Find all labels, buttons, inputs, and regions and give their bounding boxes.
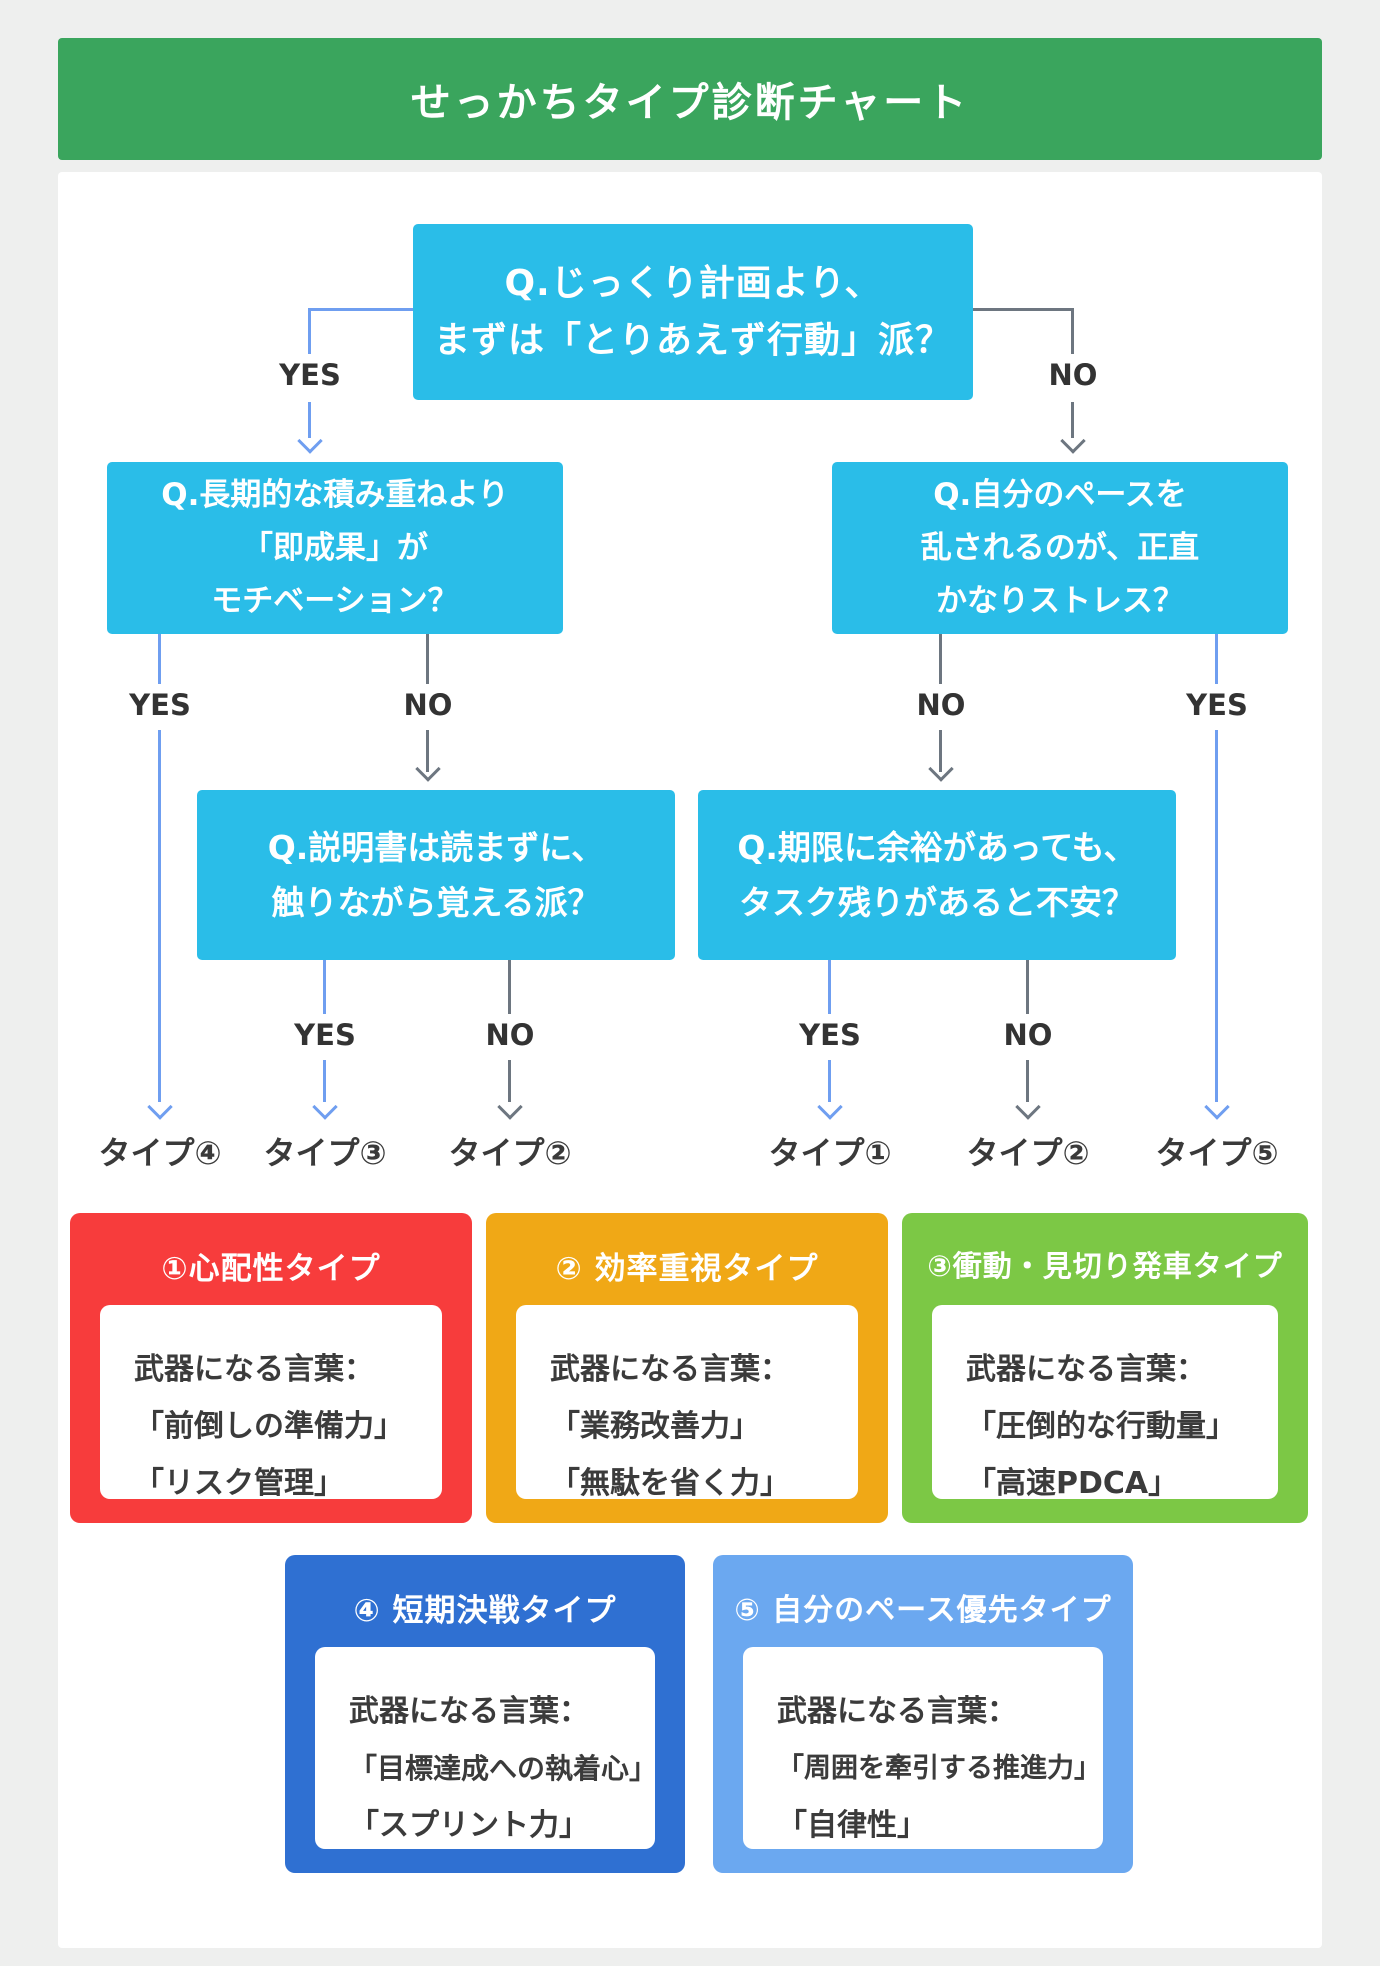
card-body: 武器になる言葉： 「業務改善力」 「無駄を省く力」 xyxy=(516,1305,858,1501)
question-line: Q.じっくり計画より、 xyxy=(504,263,882,304)
connector-yes-line xyxy=(828,1060,831,1102)
connector-yes-line xyxy=(308,308,311,354)
question-line: まずは「とりあえず行動」派？ xyxy=(433,320,952,361)
card-title: ④ 短期決戦タイプ xyxy=(353,1593,617,1629)
no-label: NO xyxy=(1048,358,1098,392)
yes-label: YES xyxy=(799,1018,861,1052)
card-text-line: 「周囲を牽引する推進力」 xyxy=(777,1753,1101,1784)
question-line: モチベーション？ xyxy=(211,582,459,619)
card-text-line: 「リスク管理」 xyxy=(134,1466,344,1501)
yes-label: YES xyxy=(1186,688,1248,722)
question-line: Q.自分のペースを xyxy=(933,476,1187,513)
no-label: NO xyxy=(403,688,453,722)
card-text-line: 「業務改善力」 xyxy=(550,1409,760,1444)
connector-yes-line xyxy=(1215,634,1218,684)
card-title: ①心配性タイプ xyxy=(161,1251,381,1287)
question-line: Q.長期的な積み重ねより xyxy=(161,476,509,513)
connector-yes-line xyxy=(828,960,831,1014)
card-text-line: 武器になる言葉： xyxy=(550,1352,790,1387)
no-label: NO xyxy=(916,688,966,722)
yes-label: YES xyxy=(129,688,191,722)
type-card-2: ② 効率重視タイプ 武器になる言葉： 「業務改善力」 「無駄を省く力」 xyxy=(486,1213,888,1523)
question-box-2-left: Q.長期的な積み重ねより 「即成果」が モチベーション？ xyxy=(107,462,563,634)
result-type-4: タイプ④ xyxy=(98,1134,222,1172)
header-banner: せっかちタイプ診断チャート xyxy=(58,38,1322,160)
connector-no-line xyxy=(426,730,429,772)
connector-no-line xyxy=(1026,960,1029,1014)
result-type-1: タイプ① xyxy=(768,1134,892,1172)
question-box-3-left: Q.説明書は読まずに、 触りながら覚える派？ xyxy=(197,790,675,960)
connector-no-line xyxy=(508,960,511,1014)
result-type-3: タイプ③ xyxy=(263,1134,387,1172)
yes-label: YES xyxy=(294,1018,356,1052)
page-title: せっかちタイプ診断チャート xyxy=(410,80,970,126)
type-card-3: ③衝動・見切り発車タイプ 武器になる言葉： 「圧倒的な行動量」 「高速PDCA」 xyxy=(902,1213,1308,1523)
question-line: Q.説明書は読まずに、 xyxy=(267,828,605,867)
card-text-line: 「目標達成への執着心」 xyxy=(349,1752,658,1785)
question-line: Q.期限に余裕があっても、 xyxy=(737,828,1137,867)
result-type-5: タイプ⑤ xyxy=(1155,1134,1279,1172)
card-body: 武器になる言葉： 「目標達成への執着心」 「スプリント力」 xyxy=(315,1647,658,1849)
card-text-line: 「圧倒的な行動量」 xyxy=(966,1409,1236,1444)
result-type-2b: タイプ② xyxy=(966,1134,1090,1172)
card-text-line: 「自律性」 xyxy=(777,1808,927,1843)
no-label: NO xyxy=(485,1018,535,1052)
card-body: 武器になる言葉： 「周囲を牽引する推進力」 「自律性」 xyxy=(743,1647,1103,1849)
no-label: NO xyxy=(1003,1018,1053,1052)
connector-no-line xyxy=(939,634,942,684)
question-line: 「即成果」が xyxy=(242,529,428,566)
type-card-4: ④ 短期決戦タイプ 武器になる言葉： 「目標達成への執着心」 「スプリント力」 xyxy=(285,1555,685,1873)
card-title: ② 効率重視タイプ xyxy=(555,1251,819,1287)
result-type-2: タイプ② xyxy=(448,1134,572,1172)
connector-no-line xyxy=(939,730,942,772)
question-line: 触りながら覚える派？ xyxy=(271,883,601,922)
connector-yes-line xyxy=(1215,730,1218,1102)
card-text-line: 武器になる言葉： xyxy=(966,1352,1206,1387)
yes-label: YES xyxy=(279,358,341,392)
question-box-1: Q.じっくり計画より、 まずは「とりあえず行動」派？ xyxy=(413,224,973,400)
type-card-5: ⑤ 自分のペース優先タイプ 武器になる言葉： 「周囲を牽引する推進力」 「自律性… xyxy=(713,1555,1133,1873)
connector-no-line xyxy=(973,308,1073,311)
question-line: かなりストレス？ xyxy=(936,582,1184,619)
connector-no-line xyxy=(1071,308,1074,354)
card-text-line: 「高速PDCA」 xyxy=(966,1466,1179,1501)
connector-yes-line xyxy=(310,308,413,311)
connector-no-line xyxy=(508,1060,511,1102)
connector-yes-line xyxy=(308,402,311,438)
question-line: タスク残りがあると不安？ xyxy=(739,883,1135,922)
card-title: ⑤ 自分のペース優先タイプ xyxy=(734,1593,1112,1628)
card-text-line: 武器になる言葉： xyxy=(349,1694,589,1729)
card-title: ③衝動・見切り発車タイプ xyxy=(927,1249,1283,1283)
card-text-line: 武器になる言葉： xyxy=(777,1694,1017,1729)
connector-yes-line xyxy=(323,1060,326,1102)
question-box-3-right: Q.期限に余裕があっても、 タスク残りがあると不安？ xyxy=(698,790,1176,960)
card-text-line: 「スプリント力」 xyxy=(349,1808,589,1843)
connector-no-line xyxy=(1071,402,1074,438)
connector-yes-line xyxy=(323,960,326,1014)
card-text-line: 「前倒しの準備力」 xyxy=(134,1409,404,1444)
connector-no-line xyxy=(426,634,429,684)
card-text-line: 武器になる言葉： xyxy=(134,1352,374,1387)
question-line: 乱されるのが、正直 xyxy=(920,529,1200,566)
connector-yes-line xyxy=(158,730,161,1102)
connector-no-line xyxy=(1026,1060,1029,1102)
card-body: 武器になる言葉： 「前倒しの準備力」 「リスク管理」 xyxy=(100,1305,442,1501)
card-text-line: 「無駄を省く力」 xyxy=(550,1466,790,1501)
card-body: 武器になる言葉： 「圧倒的な行動量」 「高速PDCA」 xyxy=(932,1305,1278,1501)
type-card-1: ①心配性タイプ 武器になる言葉： 「前倒しの準備力」 「リスク管理」 xyxy=(70,1213,472,1523)
connector-yes-line xyxy=(158,634,161,684)
question-box-2-right: Q.自分のペースを 乱されるのが、正直 かなりストレス？ xyxy=(832,462,1288,634)
